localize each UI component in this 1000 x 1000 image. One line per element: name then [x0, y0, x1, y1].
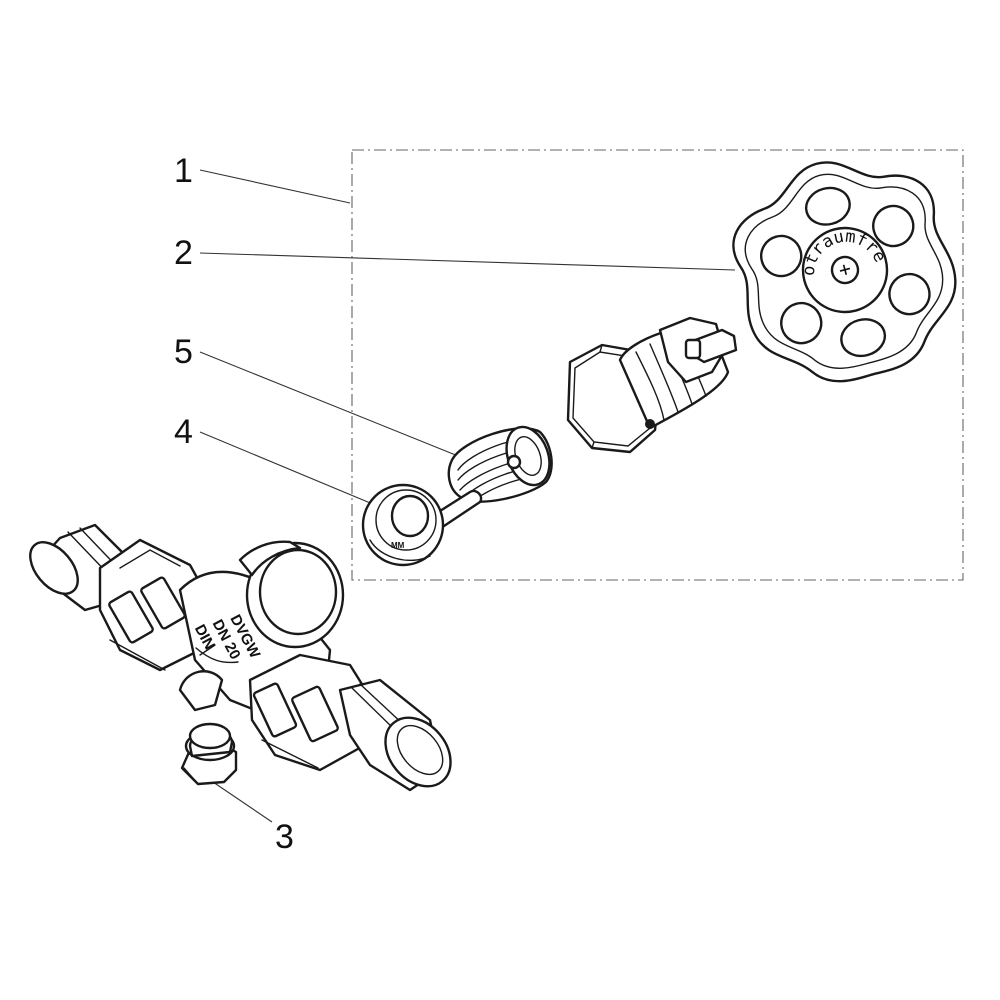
callout-5: 5 [174, 333, 193, 371]
leader-2 [199, 252, 736, 271]
assembly-group-frame [351, 149, 964, 581]
leader-5 [199, 351, 469, 461]
callout-2: 2 [174, 234, 193, 272]
plug-part-3 [180, 722, 238, 786]
leader-3 [212, 781, 273, 823]
bonnet-spindle [566, 316, 738, 454]
valve-disc-part-4: MM [361, 483, 483, 567]
leader-4 [199, 431, 376, 506]
callout-4: 4 [174, 413, 193, 451]
handwheel-center-mark: + [836, 256, 854, 282]
disc-seal-mark: MM [391, 541, 405, 550]
spring-part-5 [447, 425, 553, 505]
callout-1: 1 [174, 152, 193, 190]
handwheel-part-2: + otraumfre [732, 161, 957, 383]
leader-1 [199, 169, 351, 204]
callout-3: 3 [275, 818, 294, 856]
valve-body: DVGW DN 20 DIN [29, 523, 452, 792]
